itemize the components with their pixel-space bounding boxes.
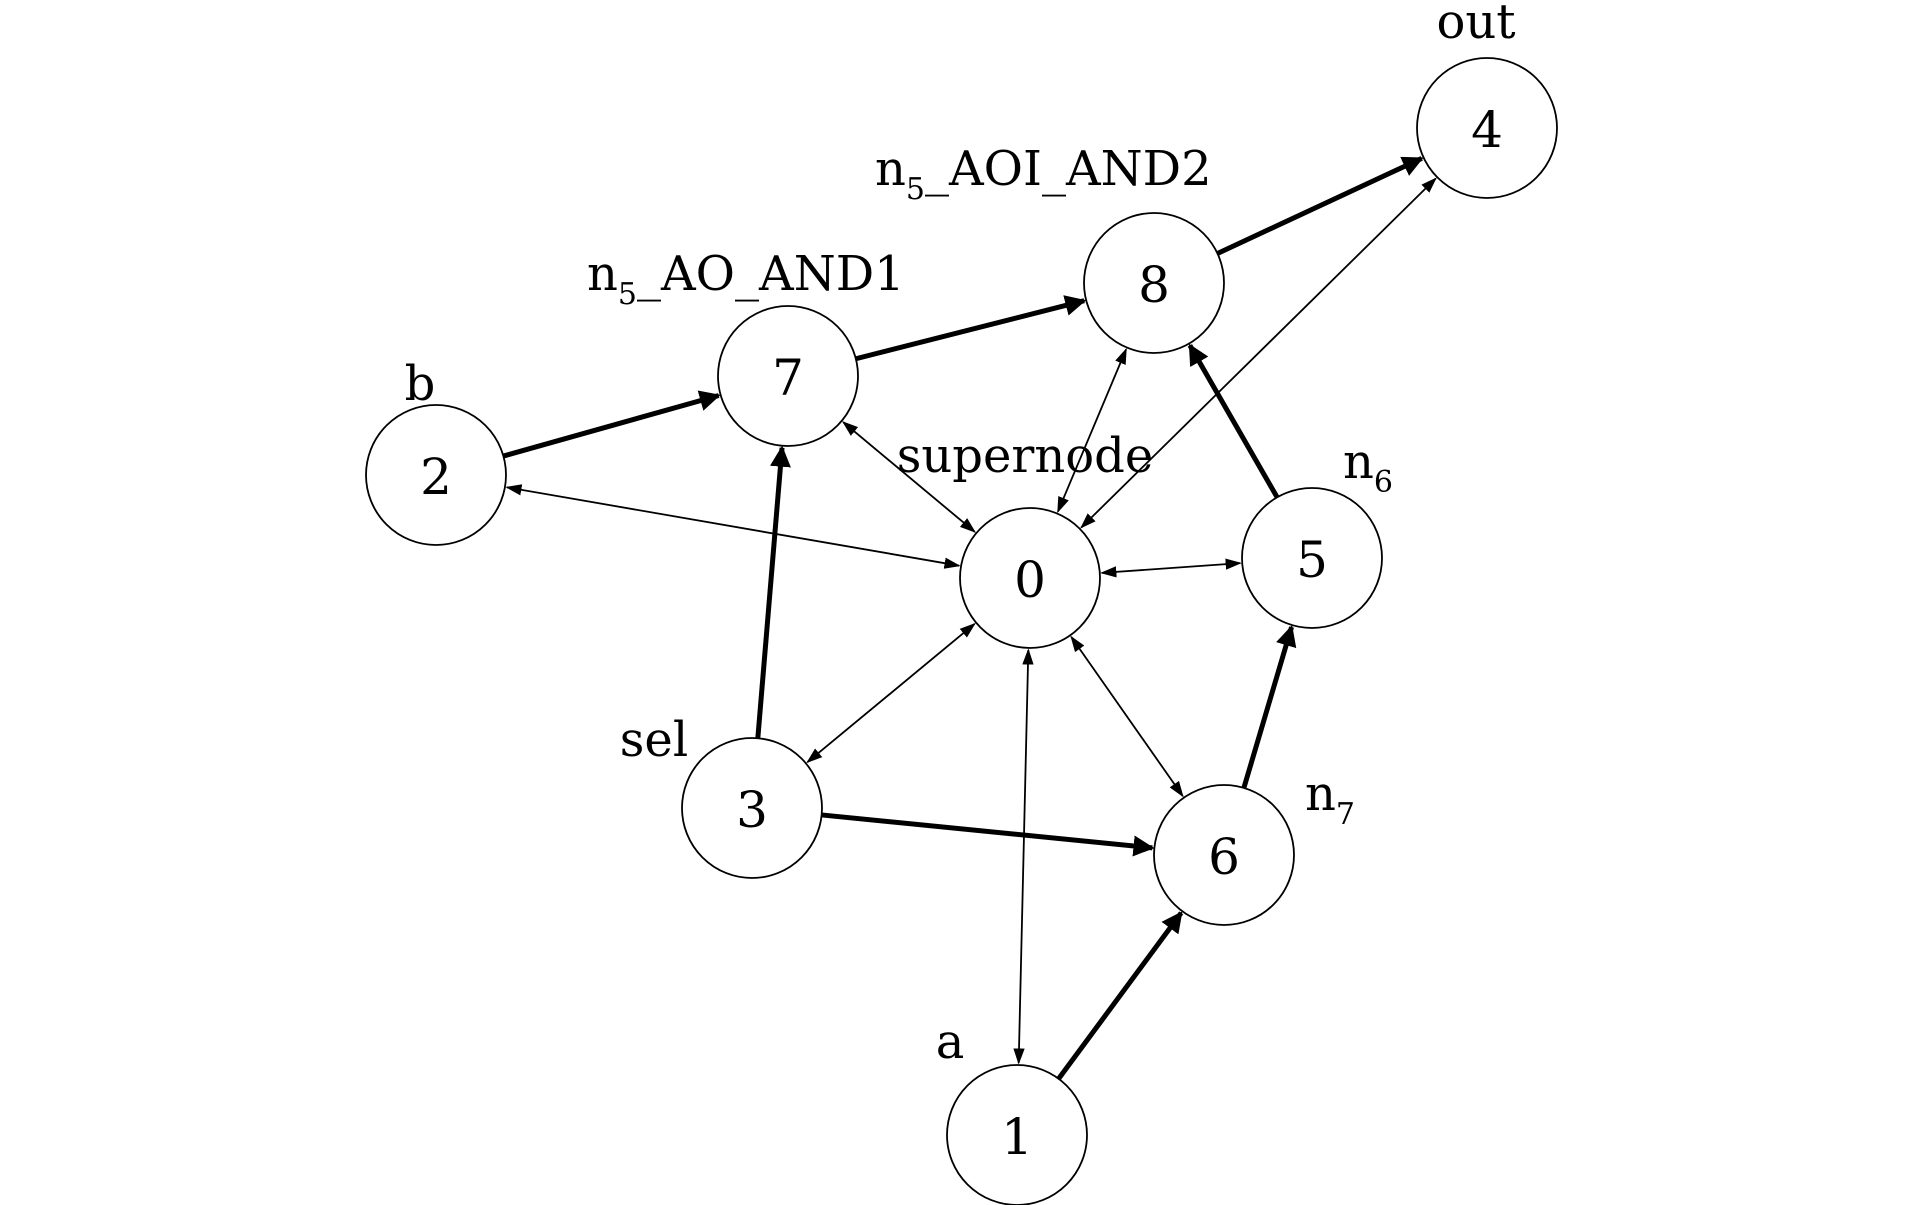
node-8-label: n5_AOI_AND2 [875,141,1212,207]
edge-5-to-8 [1187,343,1280,499]
node-7-label-rest: _AO_AND1 [637,246,905,302]
node-7-id: 7 [772,349,804,407]
node-6: 6 [1153,784,1295,926]
node-2-id: 2 [420,448,452,506]
node-4: 4 [1416,57,1558,199]
node-6-label: n7 [1305,766,1355,832]
node-6-circle [1153,784,1295,926]
node-2: 2 [365,404,507,546]
node-2-label: b [405,356,436,412]
node-3-id: 3 [736,781,768,839]
edge-3-to-7 [755,445,791,739]
node-8-label-rest: _AOI_AND2 [925,141,1212,197]
node-0: 0 [959,507,1101,649]
node-7-label-main: n [587,246,618,302]
node-8-circle [1083,212,1225,354]
node-7-label: n5_AO_AND1 [587,246,905,312]
node-4-id: 4 [1471,101,1503,159]
node-1-label: a [936,1014,965,1070]
edge-0-1 [1013,648,1034,1065]
edges-layer [502,156,1437,1081]
edge-8-to-4 [1216,156,1424,256]
node-5-id: 5 [1296,531,1328,589]
node-5-circle [1241,487,1383,629]
edge-2-to-7 [502,390,721,459]
node-5-label-main: n [1343,434,1374,490]
edge-7-to-8 [855,295,1087,362]
edge-0-7 [842,421,976,533]
edge-0-2 [505,484,961,569]
node-4-circle [1416,57,1558,199]
nodes-layer: 0 1 2 3 4 5 6 7 8 [365,57,1558,1205]
node-7: 7 [717,305,859,447]
node-3: 3 [681,737,823,879]
node-1: 1 [946,1064,1088,1205]
node-7-label-sub: 5 [618,277,637,312]
node-5-label-sub: 6 [1374,465,1393,500]
node-8-label-main: n [875,141,906,197]
node-2-circle [365,404,507,546]
edge-0-3 [806,622,976,764]
edge-1-to-6 [1056,911,1184,1081]
node-5-label: n6 [1343,434,1393,500]
node-labels: supernode a b sel out n6 n7 n5_AO_AND1 n… [405,0,1516,1070]
node-1-circle [946,1064,1088,1205]
node-3-circle [681,737,823,879]
node-4-label: out [1436,0,1515,50]
node-0-label: supernode [897,428,1154,484]
node-6-id: 6 [1208,828,1240,886]
node-6-label-main: n [1305,766,1336,822]
edge-6-to-5 [1241,625,1297,789]
node-3-label: sel [620,712,688,768]
node-1-id: 1 [1001,1108,1033,1166]
node-5: 5 [1241,487,1383,629]
edge-3-to-6 [821,812,1155,857]
node-0-id: 0 [1014,551,1046,609]
node-6-label-sub: 7 [1336,797,1355,832]
node-0-circle [959,507,1101,649]
node-8-id: 8 [1138,256,1170,314]
edge-0-6 [1070,635,1184,798]
edge-0-4 [1080,177,1437,529]
node-8-label-sub: 5 [906,172,925,207]
node-7-circle [717,305,859,447]
edge-0-5 [1100,558,1242,578]
node-8: 8 [1083,212,1225,354]
